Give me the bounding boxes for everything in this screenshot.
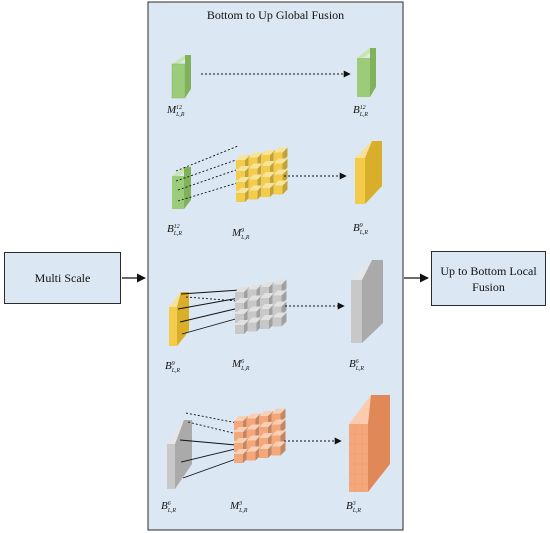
feature-cube [273, 147, 288, 162]
b6-input-slab [167, 420, 192, 489]
b6-output-slab [351, 260, 383, 343]
local-fusion-box: Up to Bottom Local Fusion [431, 251, 546, 306]
m3-cube-grid [234, 408, 286, 463]
feature-cube [271, 430, 286, 445]
feature-cube [272, 301, 287, 316]
b9-output-slab [355, 141, 382, 204]
local-fusion-label: Up to Bottom Local Fusion [440, 263, 537, 294]
feature-cube [273, 158, 288, 173]
b12-output-slab [357, 48, 376, 97]
feature-cube [271, 408, 286, 423]
panel-title: Bottom to Up Global Fusion [206, 8, 345, 22]
feature-cube [272, 279, 287, 294]
b3-output-slab [349, 395, 390, 492]
feature-cube [272, 312, 287, 327]
b12-input-slab [172, 167, 191, 209]
multi-scale-label: Multi Scale [34, 271, 91, 285]
feature-cube [271, 441, 286, 456]
multi-scale-box: Multi Scale [4, 252, 121, 304]
m12-slab [171, 55, 191, 99]
b6-to-m3-projection-lines [179, 412, 238, 479]
feature-cube [271, 419, 286, 434]
m6-cube-grid [235, 279, 287, 334]
feature-cube [272, 290, 287, 305]
feature-cube [273, 180, 288, 195]
m9-cube-grid [236, 147, 288, 202]
b12-to-m9-projection-lines [175, 145, 239, 202]
b9-to-m6-projection-lines [177, 289, 241, 335]
